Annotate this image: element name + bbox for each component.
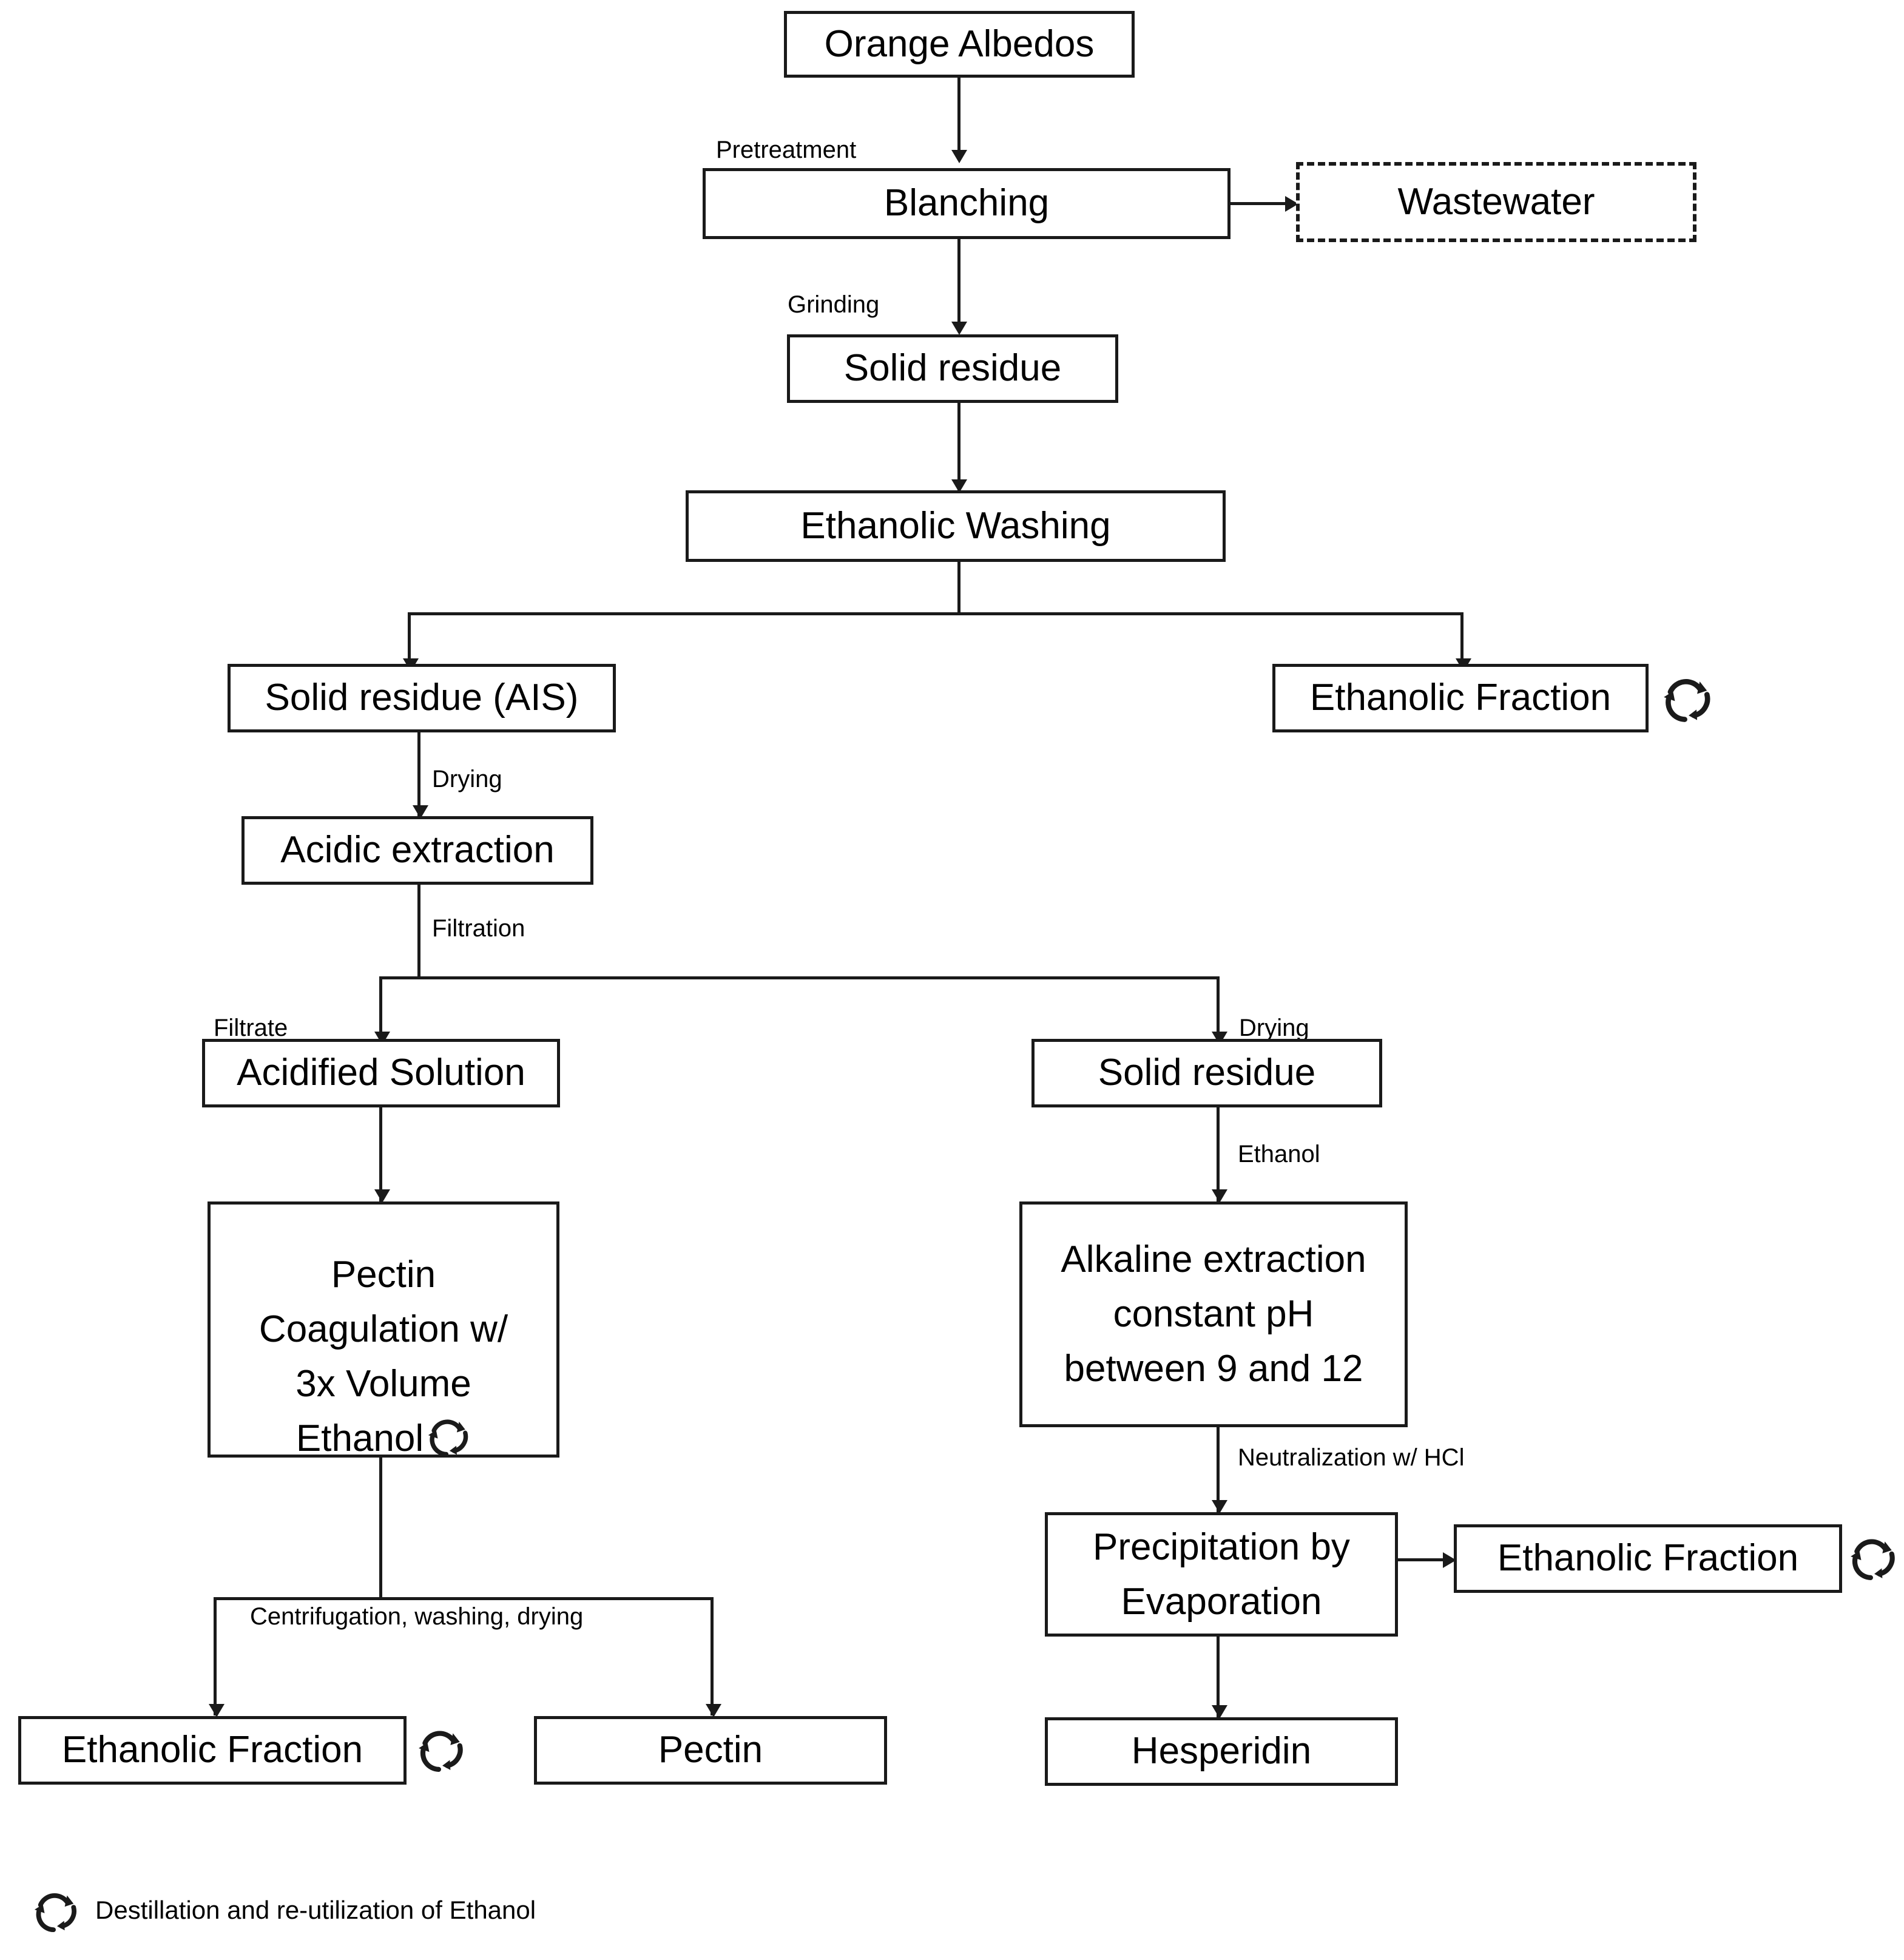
legend: Destillation and re-utilization of Ethan… xyxy=(33,1887,536,1933)
node-ethanolic-fraction-precipitation-label: Ethanolic Fraction xyxy=(1497,1537,1799,1580)
edge-washing-stem xyxy=(957,562,960,615)
node-ethanolic-fraction-pectin-label: Ethanolic Fraction xyxy=(61,1729,363,1771)
node-blanching: Blanching xyxy=(703,168,1231,239)
edge-bottom-right-drop xyxy=(711,1597,714,1715)
edge-bottom-split-bar xyxy=(214,1597,714,1600)
edge-split-right-drop xyxy=(1460,612,1463,671)
edge-filtration-split-bar xyxy=(379,976,1220,979)
node-solid-residue-right-label: Solid residue xyxy=(1098,1052,1316,1094)
edge-label-neutralization: Neutralization w/ HCl xyxy=(1238,1444,1465,1471)
edge-washing-split-bar xyxy=(408,612,1463,615)
node-blanching-label: Blanching xyxy=(883,182,1050,225)
node-alkaline-extraction-label: Alkaline extraction constant pH between … xyxy=(1061,1239,1366,1390)
arrowhead-wastewater xyxy=(1285,196,1298,212)
node-acidified-solution: Acidified Solution xyxy=(202,1039,560,1107)
arrowhead-blanching xyxy=(951,150,967,163)
arrowhead-solid-residue-1 xyxy=(951,322,967,335)
node-ethanolic-washing: Ethanolic Washing xyxy=(686,490,1226,562)
node-wastewater: Wastewater xyxy=(1296,162,1696,242)
node-ethanolic-fraction-pectin: Ethanolic Fraction xyxy=(18,1716,407,1785)
edge-alkaline-to-precipitation xyxy=(1217,1427,1220,1514)
edge-residue-to-washing xyxy=(957,403,960,491)
node-solid-residue-right: Solid residue xyxy=(1031,1039,1382,1107)
edge-precipitation-to-fraction xyxy=(1398,1558,1450,1561)
node-precipitation-evaporation-label: Precipitation by Evaporation xyxy=(1093,1526,1350,1623)
node-acidic-extraction: Acidic extraction xyxy=(241,816,593,885)
edge-label-drying-right: Drying xyxy=(1239,1015,1309,1041)
arrowhead-ethanolic-fraction-right xyxy=(1443,1552,1456,1568)
recycle-icon-ethanolic-fraction-pectin xyxy=(417,1725,466,1776)
node-solid-residue-ais-label: Solid residue (AIS) xyxy=(265,677,579,719)
edge-label-grinding: Grinding xyxy=(788,291,880,318)
node-precipitation-evaporation: Precipitation by Evaporation xyxy=(1045,1512,1398,1637)
edge-label-drying-ais: Drying xyxy=(432,766,502,792)
node-hesperidin: Hesperidin xyxy=(1045,1717,1398,1786)
recycle-icon-pectin-coagulation xyxy=(427,1414,471,1458)
edge-label-pretreatment: Pretreatment xyxy=(716,137,857,163)
arrowhead-precipitation xyxy=(1212,1500,1227,1513)
edge-bottom-left-drop xyxy=(214,1597,217,1715)
arrowhead-acidic-extraction xyxy=(413,805,428,819)
node-hesperidin-label: Hesperidin xyxy=(1131,1730,1312,1772)
edge-filtration-right-drop xyxy=(1217,976,1220,1043)
node-solid-residue-top-label: Solid residue xyxy=(843,347,1062,390)
node-acidic-extraction-label: Acidic extraction xyxy=(280,829,555,871)
node-pectin-coagulation-text: Pectin Coagulation w/ 3x Volume Ethanol xyxy=(258,1254,508,1459)
node-pectin: Pectin xyxy=(534,1716,887,1785)
edge-label-centrifugation: Centrifugation, washing, drying xyxy=(250,1603,584,1630)
node-solid-residue-ais: Solid residue (AIS) xyxy=(228,664,616,732)
node-pectin-coagulation: Pectin Coagulation w/ 3x Volume Ethanol xyxy=(208,1201,559,1459)
node-wastewater-label: Wastewater xyxy=(1397,180,1595,223)
edge-blanching-to-solid-residue xyxy=(957,239,960,330)
arrowhead-alkaline-extraction xyxy=(1212,1189,1227,1203)
node-pectin-coagulation-label: Pectin Coagulation w/ 3x Volume Ethanol xyxy=(253,1193,514,1465)
edge-blanching-to-wastewater xyxy=(1231,202,1291,205)
node-alkaline-extraction: Alkaline extraction constant pH between … xyxy=(1019,1201,1408,1427)
recycle-icon-legend xyxy=(33,1887,79,1933)
edge-filtration-left-drop xyxy=(379,976,382,1043)
node-orange-albedos-label: Orange Albedos xyxy=(824,22,1095,65)
edge-split-left-drop xyxy=(408,612,411,671)
node-ethanolic-fraction-precipitation: Ethanolic Fraction xyxy=(1454,1524,1842,1593)
edge-residue-to-alkaline xyxy=(1217,1107,1220,1201)
arrowhead-hesperidin xyxy=(1212,1705,1227,1718)
edge-precipitation-to-hesperidin xyxy=(1217,1637,1220,1718)
node-ethanolic-washing-label: Ethanolic Washing xyxy=(800,504,1111,547)
legend-label: Destillation and re-utilization of Ethan… xyxy=(95,1896,536,1924)
arrowhead-ethanolic-fraction-bottom xyxy=(209,1704,224,1717)
arrowhead-ethanolic-washing xyxy=(951,479,967,493)
edge-ais-to-acidic xyxy=(417,732,420,817)
edge-label-filtration: Filtration xyxy=(432,915,525,942)
edge-coagulation-stem xyxy=(379,1458,382,1600)
node-orange-albedos: Orange Albedos xyxy=(784,11,1135,78)
node-pectin-label: Pectin xyxy=(658,1729,763,1771)
node-ethanolic-fraction-washing-label: Ethanolic Fraction xyxy=(1309,677,1612,719)
node-acidified-solution-label: Acidified Solution xyxy=(237,1052,525,1094)
arrowhead-pectin xyxy=(706,1704,721,1717)
edge-label-ethanol: Ethanol xyxy=(1238,1141,1320,1168)
node-solid-residue-top: Solid residue xyxy=(787,334,1118,403)
edge-albedos-to-blanching xyxy=(957,78,960,157)
recycle-icon-ethanolic-fraction-washing xyxy=(1663,672,1713,726)
edge-label-filtrate: Filtrate xyxy=(214,1015,288,1041)
edge-acidified-to-coagulation xyxy=(379,1107,382,1201)
arrowhead-pectin-coagulation xyxy=(374,1189,390,1203)
node-ethanolic-fraction-washing: Ethanolic Fraction xyxy=(1272,664,1649,732)
recycle-icon-ethanolic-fraction-precipitation xyxy=(1849,1533,1898,1584)
edge-acidic-stem xyxy=(417,885,420,979)
